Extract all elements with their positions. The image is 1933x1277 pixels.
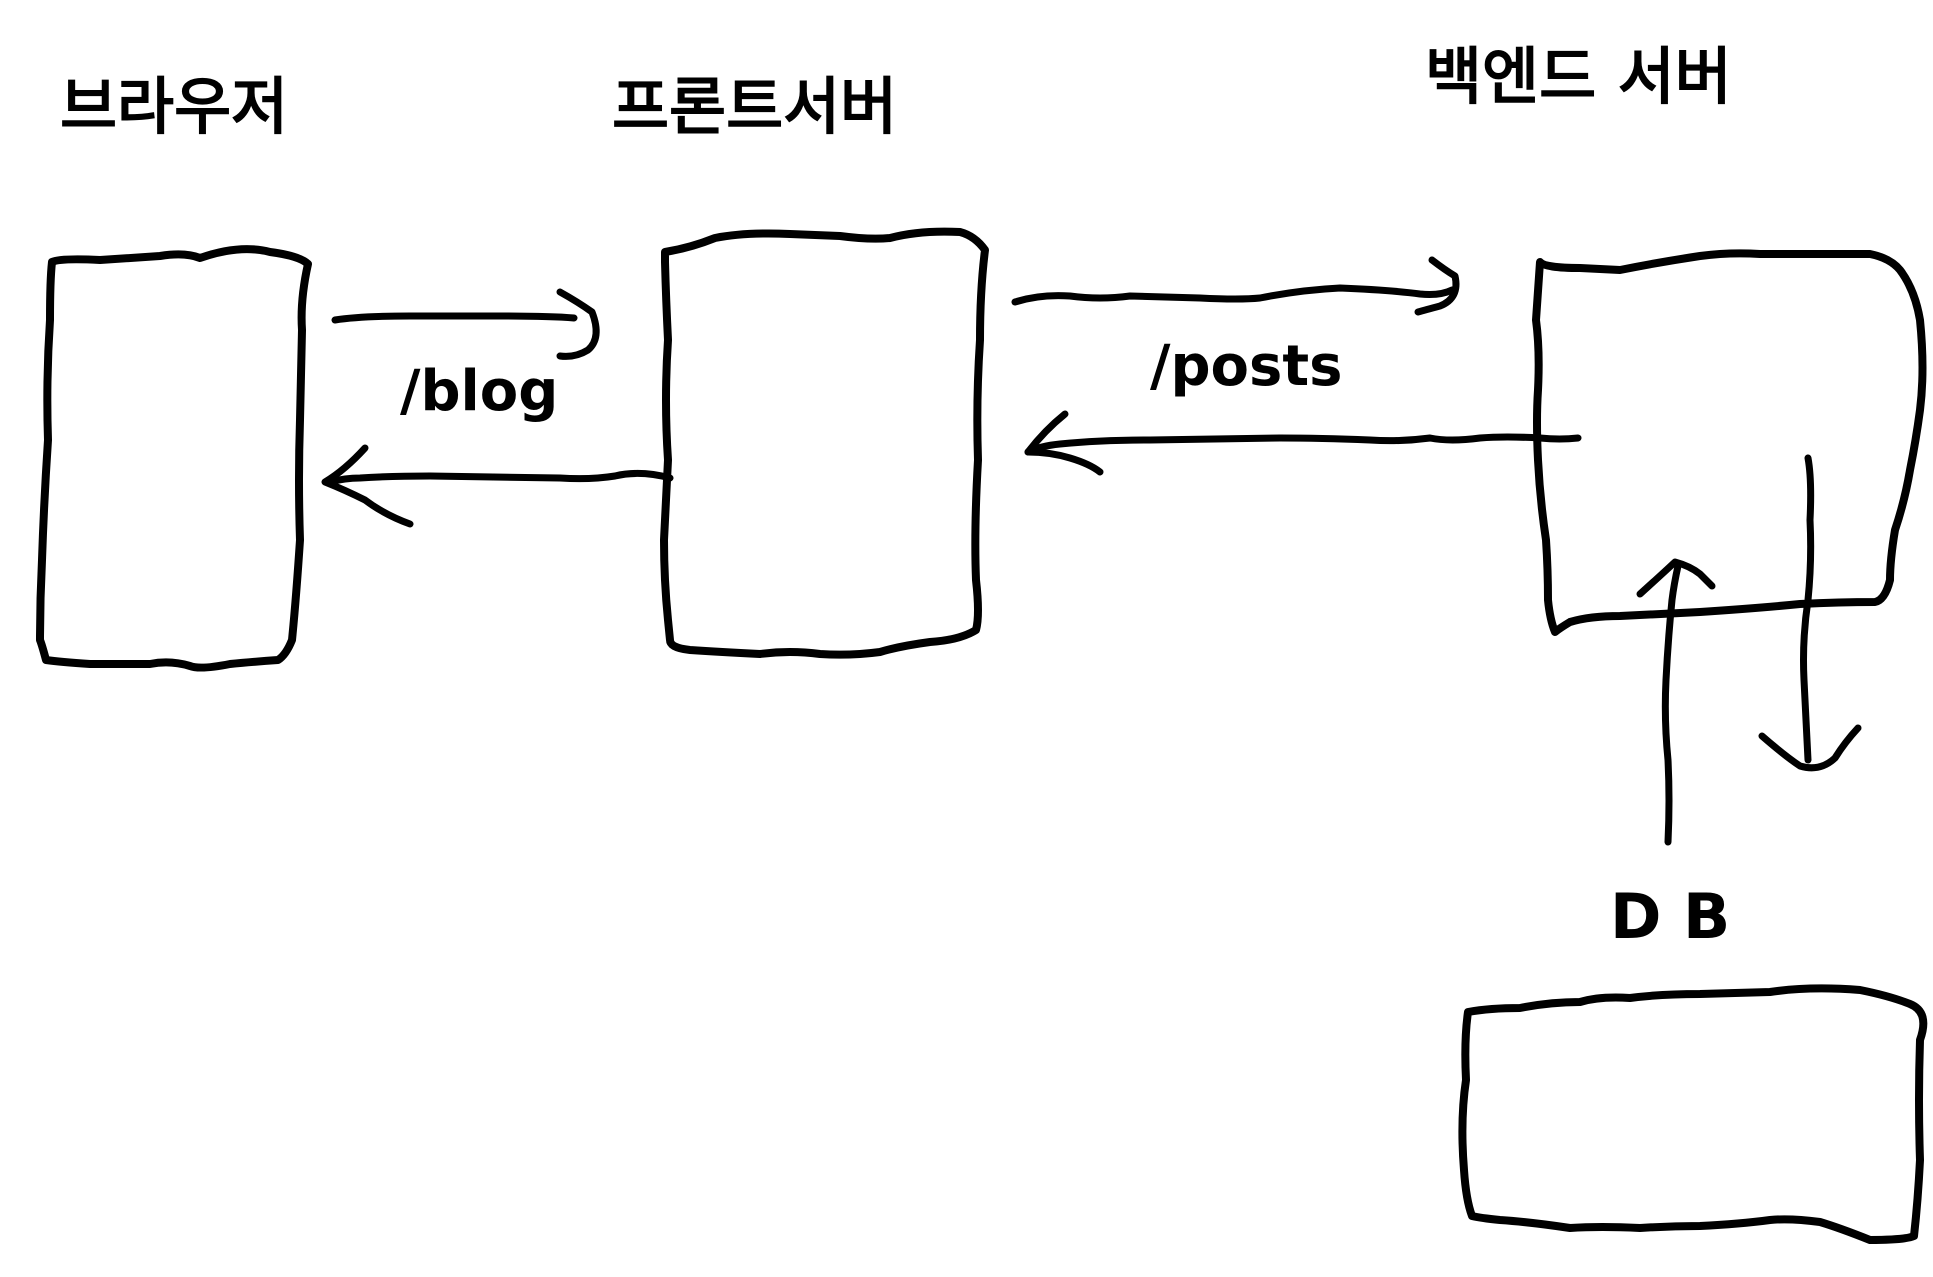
frontend-server-box	[660, 227, 989, 659]
backend-server-box	[1532, 249, 1927, 636]
arrowhead-db-to-backend	[1636, 558, 1716, 598]
arrow-browser-to-frontend	[331, 312, 578, 324]
arrowhead-frontend-to-browser	[321, 444, 414, 528]
arrowhead-frontend-to-backend	[1414, 256, 1460, 316]
db-label: D B	[1610, 880, 1730, 953]
arrow-backend-to-frontend	[1024, 433, 1582, 456]
db-box	[1458, 984, 1928, 1244]
blog-route-label: /blog	[400, 359, 558, 424]
posts-route-label: /posts	[1150, 334, 1342, 399]
arrow-backend-to-db	[1800, 454, 1815, 764]
arrowhead-browser-to-frontend	[556, 288, 600, 360]
arrowhead-backend-to-frontend	[1024, 410, 1104, 476]
arrowhead-backend-to-db	[1758, 724, 1862, 772]
arrow-db-to-backend	[1661, 562, 1682, 846]
arrow-frontend-to-backend	[1011, 284, 1456, 306]
frontend-server-label: 프론트서버	[612, 70, 897, 143]
browser-label: 브라우저	[60, 70, 288, 143]
arrow-frontend-to-browser	[326, 469, 674, 486]
browser-box	[36, 245, 312, 672]
backend-server-label: 백엔드 서버	[1425, 40, 1732, 113]
